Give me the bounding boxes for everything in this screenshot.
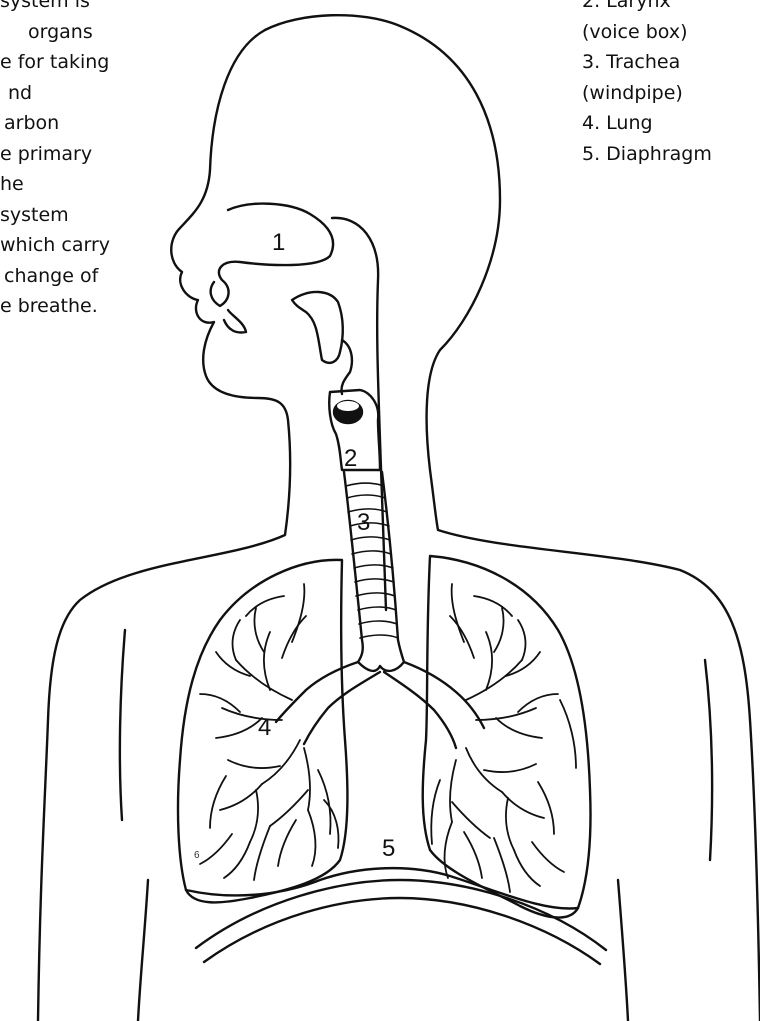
epiglottis-highlight xyxy=(337,401,359,411)
torso-side-left xyxy=(138,880,148,1021)
label-lung: 4 xyxy=(258,714,271,741)
label-small-6: 6 xyxy=(194,850,200,861)
body-outline-right xyxy=(265,15,760,1021)
arm-crease-right xyxy=(705,660,712,860)
label-trachea: 3 xyxy=(357,509,370,536)
arm-crease-left xyxy=(120,630,125,820)
left-main-bronchus xyxy=(276,662,380,744)
torso-side-right xyxy=(618,880,628,1021)
right-main-bronchus xyxy=(384,662,484,748)
diaphragm-lower-2 xyxy=(204,898,600,964)
oral-cavity xyxy=(292,292,343,363)
airway-front xyxy=(224,310,246,333)
label-diaphragm: 5 xyxy=(382,835,395,862)
body-outline-left xyxy=(38,30,290,1021)
label-nasal-cavity: 1 xyxy=(272,229,285,256)
label-larynx: 2 xyxy=(344,445,357,472)
carina xyxy=(358,662,404,671)
pharynx-wall xyxy=(341,340,351,394)
